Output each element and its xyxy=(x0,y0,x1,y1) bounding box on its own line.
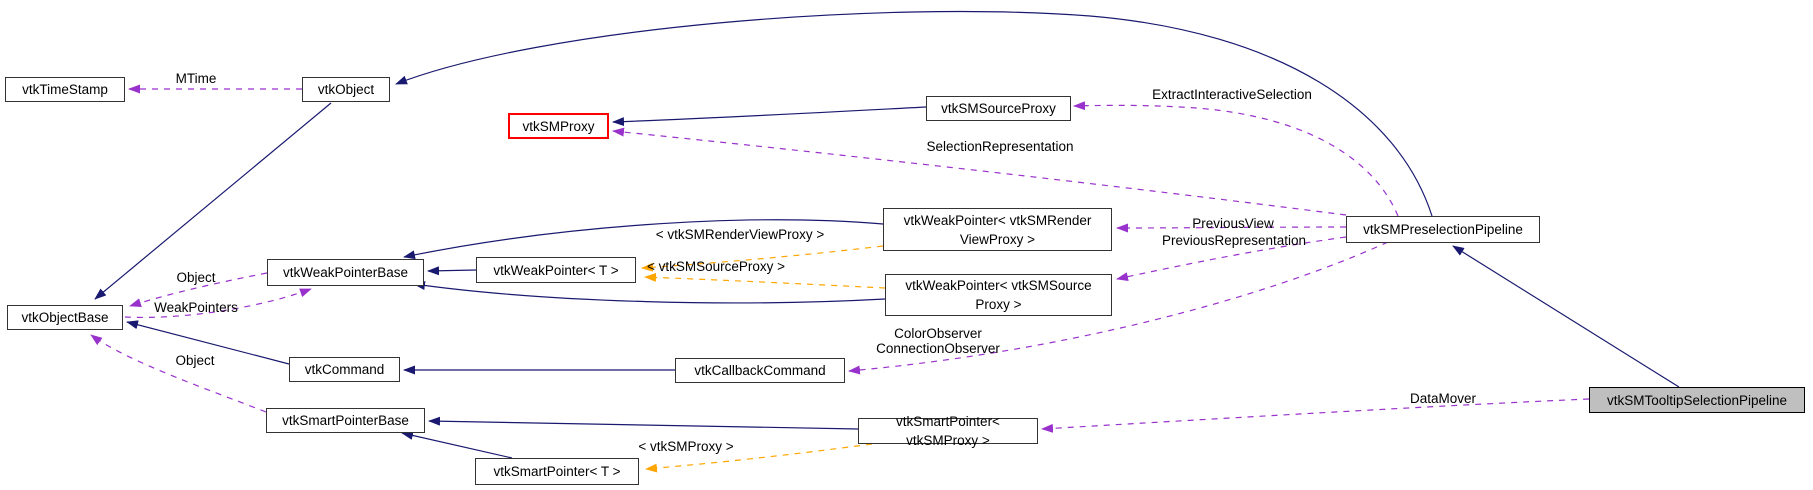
edge-mem-selection-representation xyxy=(612,127,1347,216)
edge-label-data-mover: DataMover xyxy=(1409,391,1477,406)
node-vtkobjectbase[interactable]: vtkObjectBase xyxy=(7,305,123,330)
edge-inh-weakpointer-source-to-weakpointerbase xyxy=(413,281,886,304)
node-vtksmpreselectionpipeline[interactable]: vtkSMPreselectionPipeline xyxy=(1346,216,1540,243)
edge-inh-smartpointer-t-to-smartpointerbase xyxy=(401,431,513,459)
edge-mem-previous-representation xyxy=(1116,236,1347,282)
edge-label-color-connection-observer: ColorObserver ConnectionObserver xyxy=(876,326,1000,356)
edge-label-extract-interactive-selection: ExtractInteractiveSelection xyxy=(1152,87,1312,102)
edge-mem-color-connection-observer xyxy=(848,241,1389,375)
edge-tpl-renderviewproxy xyxy=(641,245,884,272)
edge-inh-tooltip-to-preselection xyxy=(1452,245,1680,388)
edge-mem-data-mover xyxy=(1041,398,1590,433)
edge-label-weakpointers: WeakPointers xyxy=(154,300,238,315)
edge-mem-previous-view xyxy=(1116,223,1347,233)
edge-label-mtime: MTime xyxy=(175,71,217,86)
node-vtksmartpointer-t[interactable]: vtkSmartPointer< T > xyxy=(475,458,639,485)
edge-mem-object-smartpointerbase xyxy=(90,334,267,413)
edge-inh-smartpointer-smproxy-to-smartpointerbase xyxy=(428,416,859,430)
edge-label-template-smproxy: < vtkSMProxy > xyxy=(638,439,734,454)
node-vtktimestamp[interactable]: vtkTimeStamp xyxy=(5,77,125,102)
node-vtkweakpointerbase[interactable]: vtkWeakPointerBase xyxy=(267,259,424,286)
edge-mem-object-weakpointerbase xyxy=(129,272,268,307)
edge-inh-vtkobject-to-vtkobjectbase xyxy=(94,102,332,300)
edge-label-selection-representation: SelectionRepresentation xyxy=(926,139,1074,154)
edge-inh-weakpointer-renderview-to-weakpointerbase xyxy=(403,219,884,260)
edge-inh-command-to-vtkobjectbase xyxy=(126,320,290,365)
edge-label-template-renderviewproxy: < vtkSMRenderViewProxy > xyxy=(655,227,825,242)
node-vtkweakpointer-renderviewproxy[interactable]: vtkWeakPointer< vtkSMRender ViewProxy > xyxy=(883,208,1112,251)
node-vtkweakpointer-t[interactable]: vtkWeakPointer< T > xyxy=(476,257,636,283)
node-vtksmtooltipselectionpipeline: vtkSMTooltipSelectionPipeline xyxy=(1589,387,1805,413)
node-vtksmartpointer-smproxy[interactable]: vtkSmartPointer< vtkSMProxy > xyxy=(858,414,1038,448)
node-vtksmsourceproxy[interactable]: vtkSMSourceProxy xyxy=(926,96,1071,121)
edge-label-object-smartpointerbase: Object xyxy=(175,353,215,368)
node-vtkcallbackcommand[interactable]: vtkCallbackCommand xyxy=(675,358,845,383)
node-vtksmproxy[interactable]: vtkSMProxy xyxy=(508,113,609,139)
node-vtksmartpointerbase[interactable]: vtkSmartPointerBase xyxy=(266,408,425,433)
edge-label-previous-view: PreviousView xyxy=(1192,216,1274,231)
node-vtkweakpointer-sourceproxy[interactable]: vtkWeakPointer< vtkSMSource Proxy > xyxy=(885,274,1112,316)
edge-tpl-sourceproxy xyxy=(644,272,886,289)
edge-label-previous-representation: PreviousRepresentation xyxy=(1161,233,1307,248)
node-vtkobject[interactable]: vtkObject xyxy=(302,77,390,102)
edge-label-object-weakpointerbase: Object xyxy=(176,270,216,285)
edge-mem-extract-interactive-selection xyxy=(1073,101,1399,217)
edge-inh-preselection-to-vtkobject xyxy=(395,10,1433,217)
node-vtkcommand[interactable]: vtkCommand xyxy=(289,357,400,382)
edge-mem-weakpointers xyxy=(124,288,312,319)
edge-inh-weakpointer-t-to-weakpointerbase xyxy=(427,266,477,276)
edge-label-template-sourceproxy: < vtkSMSourceProxy > xyxy=(646,259,786,274)
edge-inh-smsourceproxy-to-smproxy xyxy=(612,106,927,127)
